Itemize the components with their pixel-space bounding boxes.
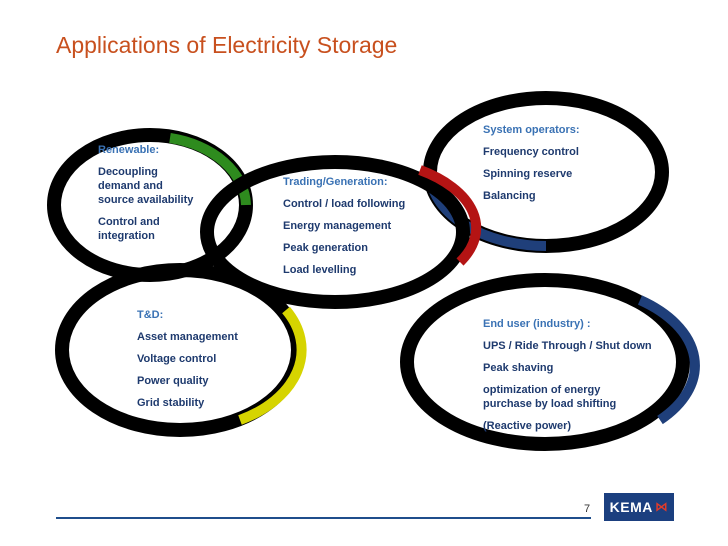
enduser-heading: End user (industry) : <box>483 318 591 330</box>
td-item: Voltage control <box>137 353 217 365</box>
renewable-block: Renewable: Decoupling demand and source … <box>98 143 193 243</box>
renewable-item: source availability <box>98 194 194 206</box>
system-operators-item: Frequency control <box>483 146 579 158</box>
system-operators-item: Spinning reserve <box>483 168 573 180</box>
footer-rule <box>56 517 591 519</box>
trading-block: Trading/Generation: Control / load follo… <box>283 175 405 277</box>
trading-item: Load levelling <box>283 264 357 276</box>
renewable-heading: Renewable: <box>98 144 160 156</box>
logo-text: KEMA <box>609 499 653 515</box>
renewable-item: Control and <box>98 216 160 228</box>
enduser-item: purchase by load shifting <box>483 398 617 410</box>
ring-enduser-accent <box>637 295 700 425</box>
td-item: Asset management <box>137 331 238 343</box>
renewable-item: Decoupling <box>98 166 158 178</box>
td-heading: T&D: <box>137 309 164 321</box>
slide-title: Applications of Electricity Storage <box>56 32 398 58</box>
trading-heading: Trading/Generation: <box>283 176 388 188</box>
enduser-item: optimization of energy <box>483 384 601 396</box>
trading-item: Peak generation <box>283 242 368 254</box>
enduser-item: Peak shaving <box>483 362 554 374</box>
td-item: Power quality <box>137 375 209 387</box>
enduser-item: (Reactive power) <box>483 420 572 432</box>
system-operators-item: Balancing <box>483 190 536 202</box>
enduser-block: End user (industry) : UPS / Ride Through… <box>483 317 652 433</box>
trading-item: Energy management <box>283 220 392 232</box>
ring-td-accent <box>238 306 307 425</box>
logo-mark-icon: ⋈ <box>654 499 669 514</box>
ring-trading-accent <box>418 165 482 266</box>
ring-enduser <box>400 273 690 451</box>
trading-item: Control / load following <box>283 198 406 210</box>
td-block: T&D: Asset management Voltage control Po… <box>137 308 238 410</box>
kema-logo: KEMA⋈ <box>604 493 674 521</box>
ring-trading <box>200 155 470 309</box>
renewable-item: demand and <box>98 180 163 192</box>
page-number: 7 <box>584 503 591 515</box>
system-operators-block: System operators: Frequency control Spin… <box>483 123 580 203</box>
td-item: Grid stability <box>137 397 205 409</box>
renewable-item: integration <box>98 230 155 242</box>
enduser-item: UPS / Ride Through / Shut down <box>483 340 652 352</box>
ring-renewable-accent <box>169 133 251 206</box>
system-operators-heading: System operators: <box>483 124 580 136</box>
